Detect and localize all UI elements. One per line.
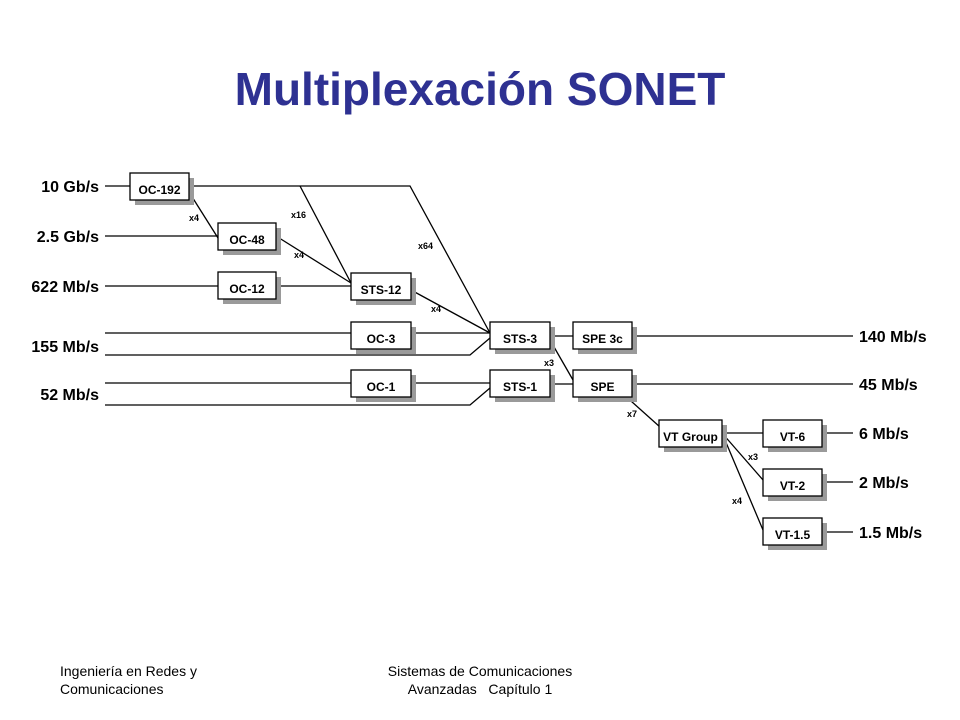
slide-title: Multiplexación SONET [234, 63, 726, 115]
box-oc1: OC-1 [350, 369, 416, 402]
box-spe3c: SPE 3c [572, 321, 637, 354]
box-oc12: OC-12 [217, 271, 281, 304]
multiplier-sts12-x4: x4 [431, 304, 441, 314]
footer-center: Sistemas de Comunicaciones Avanzadas Cap… [340, 662, 620, 698]
multiplier-vt15-x4: x4 [732, 496, 742, 506]
rate-label-155m: 155 Mb/s [31, 339, 99, 356]
box-label-sts1: STS-1 [503, 380, 537, 394]
multiplier-oc192-x64: x64 [418, 241, 433, 251]
box-sts12: STS-12 [350, 272, 416, 305]
box-label-oc3: OC-3 [367, 332, 396, 346]
line-oc48-to-sts12 [275, 235, 352, 284]
connection-lines [105, 185, 853, 533]
box-label-oc192: OC-192 [138, 183, 180, 197]
footer-center-line-2: Avanzadas Capítulo 1 [407, 681, 553, 697]
line-oc192-to-spe3c [189, 185, 491, 334]
box-label-spe: SPE [590, 380, 614, 394]
footer-left-line-2: Comunicaciones [60, 681, 164, 697]
line-sts12-to-sts3 [410, 289, 491, 334]
box-vt15: VT-1.5 [762, 517, 827, 550]
box-spe: SPE [572, 369, 637, 402]
rate-label-622m: 622 Mb/s [31, 279, 99, 296]
line-52-bottom [105, 387, 491, 406]
multiplier-oc48-x4: x4 [189, 213, 199, 223]
box-label-oc1: OC-1 [367, 380, 396, 394]
rate-label-52m: 52 Mb/s [40, 387, 99, 404]
box-oc192: OC-192 [129, 172, 194, 205]
rate-label-45m: 45 Mb/s [859, 377, 918, 394]
box-label-spe3c: SPE 3c [582, 332, 623, 346]
multiplier-oc192-x16: x16 [291, 210, 306, 220]
line-vtgroup-to-vt2 [721, 432, 764, 481]
line-oc192-to-sts12 [299, 185, 352, 284]
footer-center-line-1: Sistemas de Comunicaciones [387, 663, 573, 679]
box-label-oc12: OC-12 [229, 282, 265, 296]
rate-label-6m: 6 Mb/s [859, 426, 909, 443]
multiplier-oc48-sts12-x4: x4 [294, 250, 304, 260]
box-label-vt-group: VT Group [663, 430, 718, 444]
line-vtgroup-to-vt15 [721, 432, 764, 531]
line-155-bottom [105, 337, 491, 356]
footer-left-line-1: Ingeniería en Redes y [60, 663, 197, 679]
footer-left: Ingeniería en Redes y Comunicaciones [60, 662, 320, 698]
rate-label-2g5: 2.5 Gb/s [37, 229, 99, 246]
rate-label-140m: 140 Mb/s [859, 329, 927, 346]
multiplier-vt2-x3: x3 [748, 452, 758, 462]
box-label-sts12: STS-12 [361, 283, 402, 297]
box-label-oc48: OC-48 [229, 233, 265, 247]
rate-label-1-5m: 1.5 Mb/s [859, 525, 922, 542]
multiplier-sts3-x3: x3 [544, 358, 554, 368]
rate-label-2m: 2 Mb/s [859, 475, 909, 492]
rate-label-10g: 10 Gb/s [41, 179, 99, 196]
box-vt-group: VT Group [658, 419, 727, 452]
box-sts1: STS-1 [489, 369, 555, 402]
box-label-vt6: VT-6 [780, 430, 806, 444]
box-vt6: VT-6 [762, 419, 827, 452]
box-oc48: OC-48 [217, 222, 281, 255]
box-oc3: OC-3 [350, 321, 416, 354]
box-label-vt15: VT-1.5 [775, 528, 811, 542]
multiplier-spe-x7: x7 [627, 409, 637, 419]
box-label-sts3: STS-3 [503, 332, 537, 346]
box-vt2: VT-2 [762, 468, 827, 501]
box-sts3: STS-3 [489, 321, 555, 354]
box-label-vt2: VT-2 [780, 479, 806, 493]
